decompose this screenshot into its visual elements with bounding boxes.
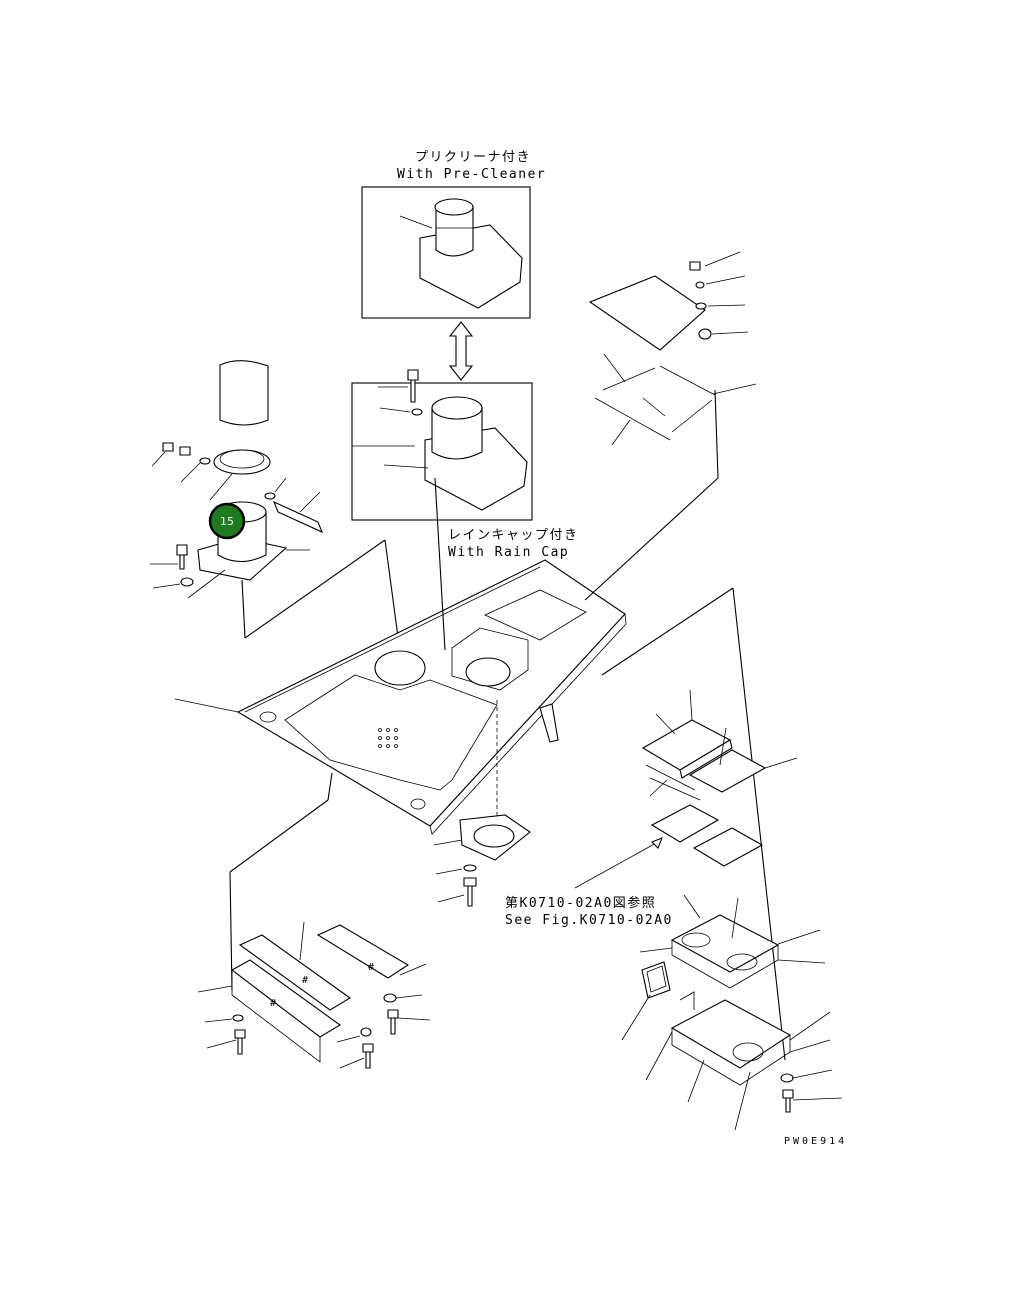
cover-seal-strips bbox=[594, 365, 716, 441]
box-assembly bbox=[621, 894, 843, 1131]
callout-circle[interactable] bbox=[208, 502, 246, 540]
swap-double-arrow bbox=[448, 321, 474, 381]
small-covers-assembly bbox=[574, 689, 798, 889]
rain-cap-inset: レインキャップ付き With Rain Cap bbox=[351, 369, 579, 560]
gasket-bolt-icon bbox=[463, 877, 477, 907]
pre-cleaner-pipe bbox=[435, 205, 474, 257]
fig-ref-arrowhead bbox=[651, 837, 663, 849]
hood-top-recess bbox=[484, 589, 587, 641]
flange-washer-icon bbox=[180, 577, 194, 587]
box-lower-tray bbox=[670, 999, 792, 1069]
nut-washer-icon bbox=[199, 457, 211, 465]
bracket-right bbox=[316, 924, 410, 979]
pre-cleaner-en-label: With Pre-Cleaner bbox=[397, 167, 546, 182]
rain-cap-plate-leader bbox=[383, 464, 429, 469]
pre-cleaner-frame bbox=[361, 186, 531, 319]
drawing-code: PW0E914 bbox=[784, 1136, 847, 1147]
hash-mark-a: # bbox=[302, 975, 308, 986]
rain-cap-bolt-icon bbox=[407, 369, 419, 403]
hash-mark-c: # bbox=[368, 962, 374, 973]
pre-cleaner-pipe-top bbox=[434, 198, 474, 216]
access-cover-assembly bbox=[588, 251, 757, 446]
long-bolt-icon bbox=[272, 500, 324, 534]
gasket-washer-icon bbox=[463, 864, 477, 872]
bolt-washer-icon bbox=[264, 492, 276, 500]
hood-edge bbox=[429, 613, 627, 835]
rain-cap-washer-icon bbox=[411, 408, 423, 416]
bracket-left-top bbox=[238, 934, 352, 1011]
hood-inner-plate bbox=[284, 674, 498, 791]
rain-cap-pipe-top bbox=[431, 396, 483, 420]
gasket-ring bbox=[433, 814, 531, 907]
hood-hole-left bbox=[374, 650, 426, 686]
muffler-assembly bbox=[150, 360, 401, 653]
access-cover bbox=[588, 275, 706, 351]
hood-dot-grid bbox=[378, 728, 398, 748]
hood-hole-right bbox=[465, 657, 511, 687]
cover-bushing-icon bbox=[698, 328, 712, 340]
nut-icons bbox=[162, 442, 191, 456]
callout-number[interactable]: 15 bbox=[220, 515, 234, 528]
cover-washer-icon bbox=[695, 281, 705, 289]
pre-cleaner-jp-label: プリクリーナ付き bbox=[415, 150, 531, 165]
fig-ref-en-label: See Fig.K0710-02A0 bbox=[505, 913, 673, 928]
cover-knob-icon bbox=[689, 261, 701, 271]
pre-cleaner-leader bbox=[399, 215, 433, 229]
callout-15[interactable]: 15 bbox=[208, 502, 246, 540]
hood-cover bbox=[174, 389, 786, 1061]
filter-pad-a bbox=[650, 804, 720, 843]
exhaust-pipe bbox=[219, 360, 269, 426]
rain-cap-pipe bbox=[431, 407, 483, 460]
flange-bolt-icon bbox=[176, 544, 188, 570]
hood-stay bbox=[539, 703, 559, 743]
fig-ref-jp-label: 第K0710-02A0図参照 bbox=[505, 895, 656, 911]
box-gasket bbox=[641, 961, 671, 999]
bracket-assembly: # # # bbox=[197, 921, 431, 1069]
rain-cap-en-label: With Rain Cap bbox=[448, 545, 569, 560]
gasket-hole bbox=[473, 824, 515, 848]
hood-panel bbox=[236, 559, 626, 827]
pre-cleaner-inset: プリクリーナ付き With Pre-Cleaner bbox=[361, 150, 546, 319]
box-upper-tray bbox=[670, 914, 780, 973]
bracket-left-bottom bbox=[230, 959, 341, 1038]
hood-opening-plate bbox=[451, 627, 529, 691]
clamp-ring bbox=[213, 449, 271, 475]
hood-leader bbox=[174, 698, 239, 713]
rain-cap-frame bbox=[351, 382, 533, 521]
filter-pad-b bbox=[692, 827, 764, 867]
rain-cap-washer-leader bbox=[379, 407, 411, 413]
hash-mark-b: # bbox=[270, 998, 276, 1009]
rain-cap-jp-label: レインキャップ付き bbox=[448, 528, 579, 543]
